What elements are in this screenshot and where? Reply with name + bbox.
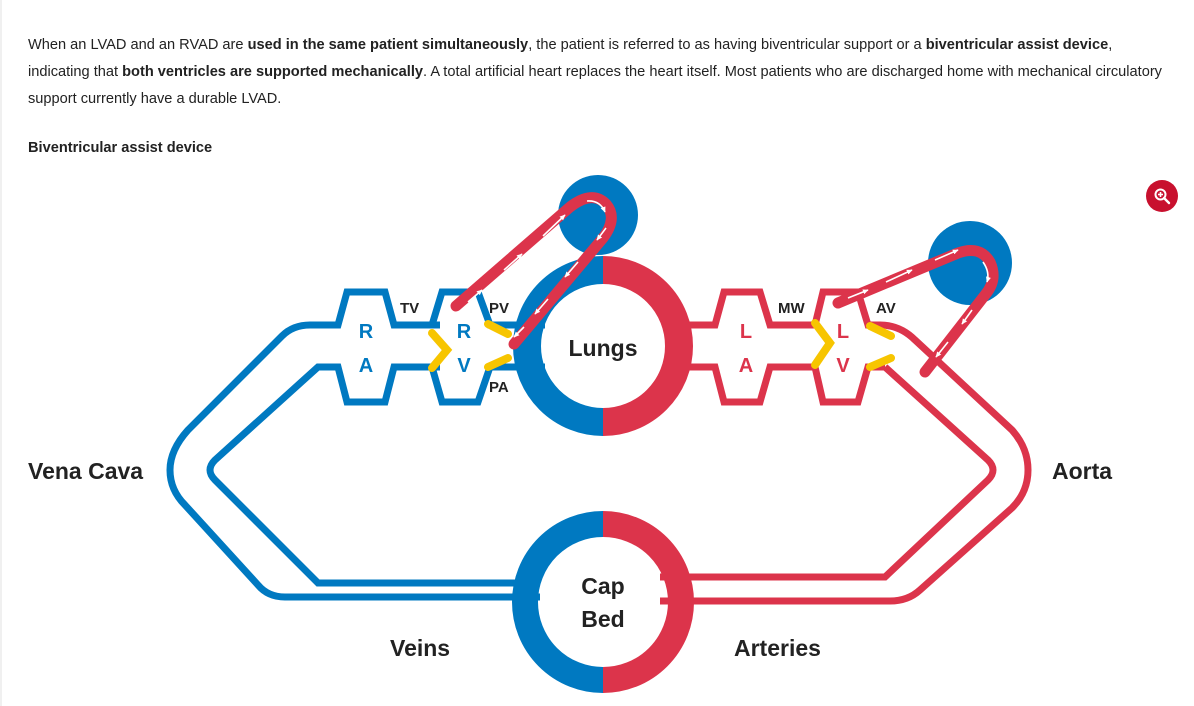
intro-text: , the patient is referred to as having b…: [528, 36, 926, 53]
label-arteries: Arteries: [734, 635, 821, 661]
label-rv-v: V: [457, 355, 471, 377]
arterial-circuit: [660, 321, 1032, 605]
left-atrium: [665, 288, 815, 406]
lvad-flow-arrows: [847, 249, 991, 358]
right-atrium: [320, 288, 440, 406]
lvad-cannula: [832, 245, 999, 378]
intro-paragraph: When an LVAD and an RVAD are used in the…: [28, 32, 1168, 114]
vena-cava-inner-wall: [206, 363, 540, 587]
pulmonary-valve-lower: [484, 354, 512, 371]
tricuspid-valve: [428, 329, 453, 372]
intro-emphasis: used in the same patient simultaneously: [247, 36, 529, 53]
label-lv-l: L: [837, 321, 849, 343]
intro-text: . A total artificial heart replaces the …: [28, 63, 1162, 108]
label-mw: MW: [778, 300, 805, 317]
label-vena-cava: Vena Cava: [28, 458, 143, 484]
label-veins: Veins: [390, 635, 450, 661]
label-bed: Bed: [581, 606, 624, 632]
valves: [428, 319, 895, 372]
label-tv: TV: [400, 300, 419, 317]
venous-circuit: [166, 321, 540, 601]
label-lungs: Lungs: [569, 335, 638, 361]
label-lv-v: V: [836, 355, 850, 377]
left-border: [0, 0, 2, 706]
figure-caption: Biventricular assist device: [28, 140, 213, 156]
label-la-l: L: [740, 321, 752, 343]
label-rv-r: R: [457, 321, 472, 343]
aortic-valve-lower: [866, 354, 895, 371]
zoom-in-icon: [1154, 188, 1171, 205]
vena-cava-outer-wall: [166, 321, 540, 601]
aortic-valve-upper: [866, 322, 895, 340]
label-ra-r: R: [359, 321, 374, 343]
label-pv: PV: [489, 300, 509, 317]
label-cap: Cap: [581, 573, 624, 599]
label-av: AV: [876, 300, 896, 317]
intro-text: , indicating that: [28, 36, 1113, 80]
zoom-in-button[interactable]: [1146, 180, 1178, 212]
rvad-cannula: [450, 192, 617, 350]
label-la-a: A: [739, 355, 753, 377]
aorta-inner-wall: [660, 364, 997, 581]
label-ra-a: A: [359, 355, 373, 377]
aorta-outer-wall: [660, 321, 1032, 605]
label-pa: PA: [489, 379, 509, 396]
cap-bed-ring: [512, 511, 694, 693]
rvad-flow-arrows: [467, 200, 607, 338]
pulmonary-valve-upper: [484, 320, 512, 338]
intro-text: When an LVAD and an RVAD are: [28, 36, 248, 53]
rvad-pump: [558, 175, 638, 255]
intro-emphasis: biventricular assist device: [925, 36, 1109, 53]
intro-emphasis: both ventricles are supported mechanical…: [122, 63, 424, 80]
mitral-valve: [811, 319, 835, 369]
label-aorta: Aorta: [1052, 458, 1112, 484]
